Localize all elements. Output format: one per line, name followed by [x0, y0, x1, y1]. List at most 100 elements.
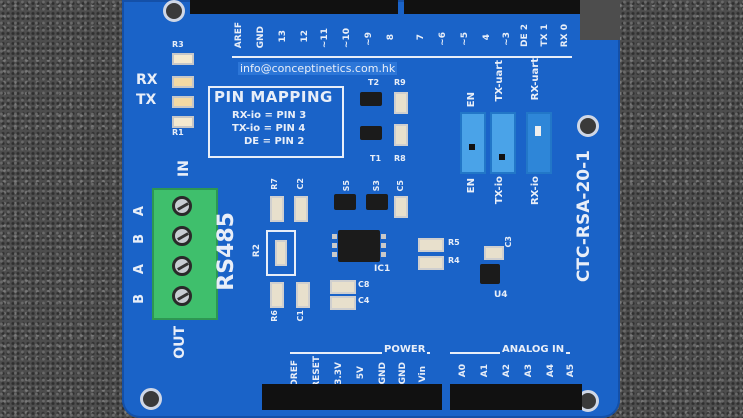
ic1-label: IC1: [374, 264, 391, 274]
pin-label: A0: [458, 364, 468, 378]
pin-label: 12: [300, 30, 310, 43]
analog-title: ANALOG IN: [500, 344, 567, 355]
power-title: POWER: [382, 344, 428, 355]
pin-label: TX 1: [540, 24, 550, 47]
pin-label: A4: [546, 364, 556, 378]
pin-label: ~6: [438, 32, 448, 46]
r3-label: R3: [172, 40, 184, 49]
c1-label: C1: [296, 310, 305, 322]
chip-leg: [381, 252, 386, 257]
resistor-r3: [172, 53, 194, 65]
jumper-pin: [535, 126, 541, 136]
rx-led: [172, 76, 194, 88]
resistor-r7: [270, 196, 284, 222]
header-divider-line: [232, 56, 572, 58]
power-line: [290, 352, 430, 354]
resistor-r9: [394, 92, 408, 114]
jumper-label-top: TX-uart: [494, 60, 505, 102]
resistor-r4: [418, 256, 444, 270]
pin-label: A1: [480, 364, 490, 378]
jumper-en[interactable]: [460, 112, 486, 174]
tx-label: TX: [136, 92, 157, 108]
pin-label: A2: [502, 364, 512, 378]
terminal-screw[interactable]: [172, 256, 192, 276]
s3-label: S3: [372, 180, 381, 192]
capacitor-c8: [330, 280, 356, 294]
jumper-label-bottom: RX-io: [530, 176, 541, 206]
jumper-label-top: RX-uart: [530, 58, 541, 101]
jumper-rx[interactable]: [526, 112, 552, 174]
transistor-t1: [360, 126, 382, 140]
terminal-label: A: [132, 206, 147, 217]
c5-label: C5: [396, 180, 405, 192]
r6-label: R6: [270, 310, 279, 322]
t2-label: T2: [368, 78, 380, 87]
in-label: IN: [176, 160, 192, 177]
terminal-screw[interactable]: [172, 286, 192, 306]
bottom-header-analog: [450, 384, 582, 410]
capacitor-c5: [394, 196, 408, 218]
mounting-hole: [163, 0, 185, 22]
chip-leg: [332, 234, 337, 239]
jumper-pin: [469, 144, 475, 150]
email-text: info@conceptinetics.com.hk: [238, 62, 398, 75]
component-s5: [334, 194, 356, 210]
pin-label: A5: [566, 364, 576, 378]
screw-terminal-block: [152, 188, 218, 320]
pin-label: 13: [278, 30, 288, 43]
tx-led: [172, 96, 194, 108]
jumper-label-bottom: EN: [466, 178, 477, 194]
component-s3: [366, 194, 388, 210]
jumper-tx[interactable]: [490, 112, 516, 174]
pin-label: GND: [256, 26, 266, 49]
capacitor-c3: [484, 246, 504, 260]
c8-label: C8: [358, 280, 370, 289]
capacitor-c1: [296, 282, 310, 308]
pin-mapping-line: RX-io = PIN 3: [232, 110, 307, 121]
terminal-label: B: [132, 294, 147, 304]
mounting-hole: [577, 115, 599, 137]
r2-label: R2: [252, 244, 262, 258]
transistor-t2: [360, 92, 382, 106]
pin-label: 7: [416, 34, 426, 41]
mounting-hole: [140, 388, 162, 410]
chip-leg: [381, 243, 386, 248]
pin-label: 4: [482, 34, 492, 41]
c4-label: C4: [358, 296, 370, 305]
r1-label: R1: [172, 128, 184, 137]
terminal-screw[interactable]: [172, 196, 192, 216]
out-label: OUT: [172, 326, 188, 359]
bottom-header-power: [262, 384, 442, 410]
jumper-pin: [499, 154, 505, 160]
r2-outline: [266, 230, 296, 276]
pin-label: 5V: [356, 366, 366, 380]
pin-label: ~5: [460, 32, 470, 46]
resistor-r5: [418, 238, 444, 252]
c2-label: C2: [296, 178, 305, 190]
pin-mapping-line: DE = PIN 2: [244, 136, 305, 147]
capacitor-c2: [294, 196, 308, 222]
rs485-label: RS485: [214, 212, 239, 291]
chip-leg: [332, 243, 337, 248]
top-header-left: [190, 0, 398, 14]
top-header-right: [404, 0, 580, 14]
pin-label: 3.3V: [334, 362, 344, 385]
pin-label: RX 0: [560, 24, 570, 48]
board-notch: [580, 0, 620, 40]
chip-leg: [332, 252, 337, 257]
pin-label: ~3: [502, 32, 512, 46]
pin-label: DE 2: [520, 24, 530, 48]
pin-label: ~9: [364, 32, 374, 46]
pin-label: ~10: [342, 28, 352, 49]
pin-mapping-line: TX-io = PIN 4: [232, 123, 306, 134]
c3-label: C3: [504, 236, 513, 248]
pin-label: AREF: [234, 22, 244, 49]
terminal-screw[interactable]: [172, 226, 192, 246]
resistor-r2: [275, 240, 287, 266]
pin-label: ~11: [320, 28, 330, 49]
pin-label: GND: [378, 362, 388, 385]
s5-label: S5: [342, 180, 351, 192]
r9-label: R9: [394, 78, 406, 87]
resistor-r8: [394, 124, 408, 146]
